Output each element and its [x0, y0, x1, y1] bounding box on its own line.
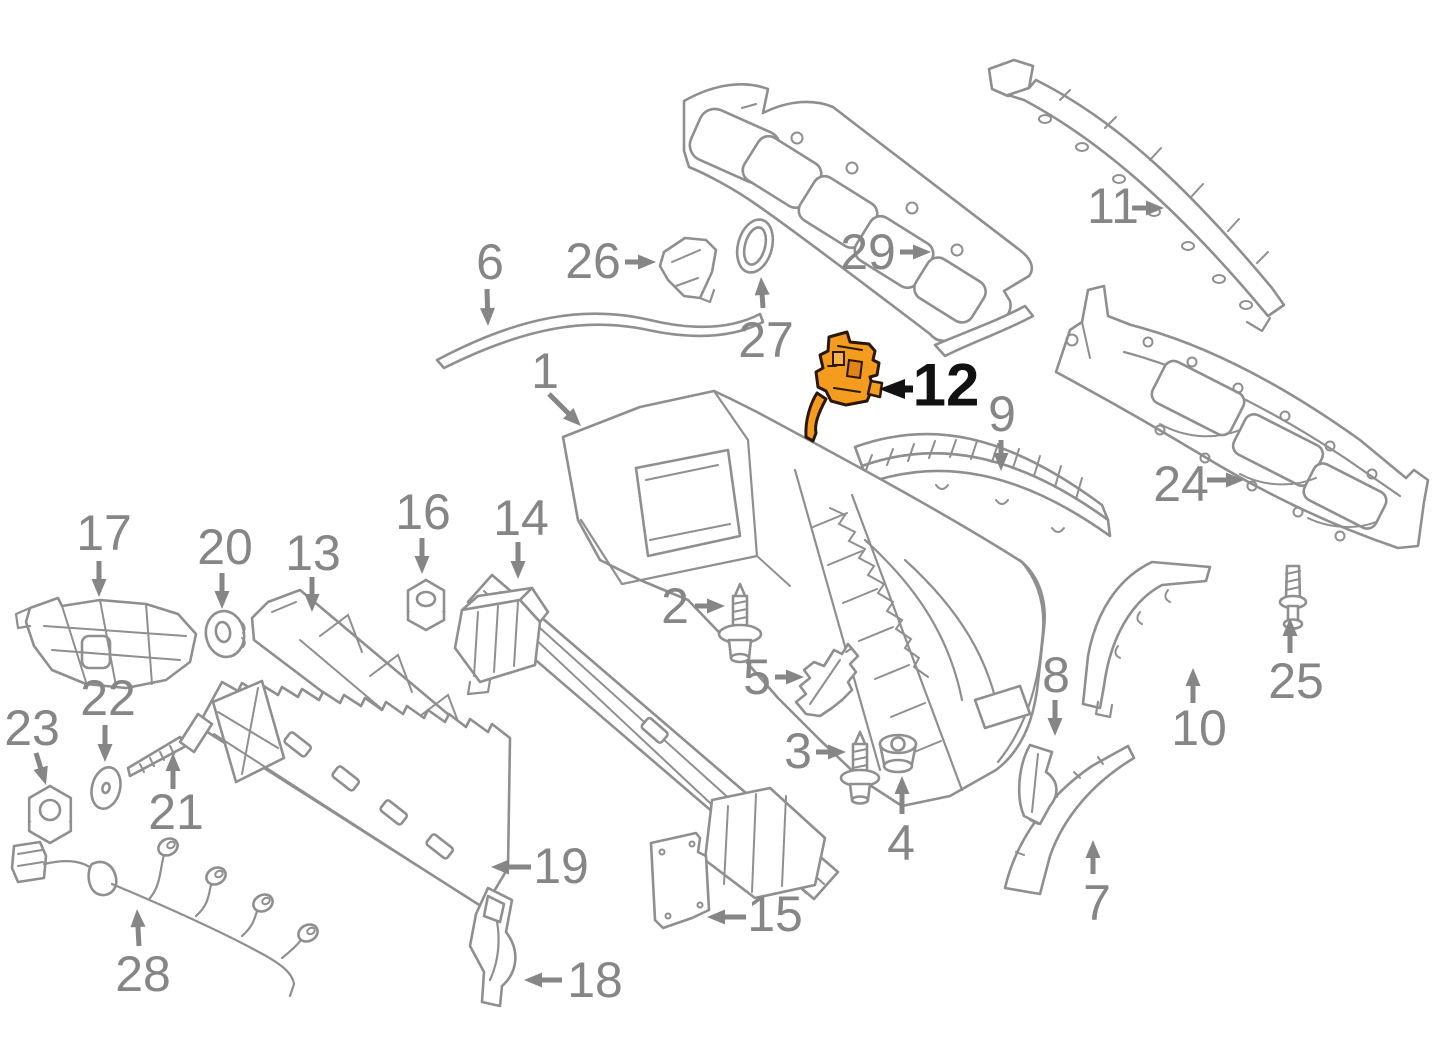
parking-sensor [205, 866, 227, 886]
part-3-screw [839, 730, 881, 805]
part-23-hex-nut [27, 784, 73, 845]
callout-4-arrow-head [894, 776, 910, 794]
callout-3-label: 3 [784, 723, 812, 779]
callout-26-arrow-head [638, 254, 656, 270]
part-14-bumper-reinforcement-with-crashboxes [453, 573, 840, 901]
callout-28-label: 28 [115, 946, 171, 1002]
callout-28-arrow-head [130, 909, 146, 928]
callout-25-label: 25 [1268, 653, 1324, 709]
part-11-upper-trim-strip [987, 58, 1286, 333]
callout-2-label: 2 [661, 578, 689, 634]
callout-16-label: 16 [395, 484, 451, 540]
callout-17-arrow-head [91, 579, 107, 597]
callout-24-arrow-head [1226, 472, 1244, 488]
part-4-grommet-nut [878, 733, 918, 774]
part-16-hex-nut [406, 578, 446, 632]
callout-18-arrow-head [524, 972, 542, 988]
callout-13-label: 13 [285, 525, 341, 581]
part-12-bracket-highlighted [804, 330, 884, 443]
callout-27-arrow-head [754, 277, 770, 296]
callout-11-label: 11 [1087, 178, 1139, 234]
callout-11-arrow-head [1146, 200, 1164, 216]
part-19-lower-reinforcement [196, 679, 512, 910]
part-22-washer [90, 766, 122, 810]
callout-26-label: 26 [565, 233, 621, 289]
callout-6-arrow-line [484, 288, 491, 311]
part-5-serrated-bracket [794, 642, 860, 718]
part-6-trim-strip [435, 312, 765, 370]
callout-14-arrow-head [510, 561, 526, 579]
parking-sensor [157, 837, 179, 857]
part-24-lower-diffuser-panel [1054, 284, 1430, 550]
part-26-sensor-holder [658, 236, 718, 304]
part-17-tow-bracket [14, 596, 198, 690]
callout-14-label: 14 [493, 490, 549, 546]
callout-10-arrow-head [1185, 668, 1201, 686]
callout-1-label: 1 [531, 343, 559, 399]
callout-8-label: 8 [1042, 647, 1070, 703]
callout-20-label: 20 [197, 519, 253, 575]
callout-1-arrow-head [562, 407, 581, 426]
callout-5-label: 5 [743, 649, 771, 705]
callout-27-arrow-line [759, 292, 766, 309]
callout-9-arrow-head [993, 453, 1009, 471]
callout-6-arrow-head [480, 307, 496, 326]
callout-13-arrow-head [304, 594, 320, 612]
callout-7-label: 7 [1083, 875, 1111, 931]
part-1-rear-bumper-cover [561, 389, 1046, 808]
callout-15-arrow-head [707, 909, 725, 925]
callout-1-arrow-line [547, 392, 572, 417]
parking-sensor [252, 893, 274, 913]
callout-12-arrow-head [879, 379, 905, 399]
callouts-layer: 1234567891011121314151617181920212223242… [4, 178, 1324, 1008]
part-29-upper-diffuser [682, 83, 1035, 358]
part-9-step-pad-sill-trim [853, 432, 1112, 538]
callout-15-label: 15 [747, 886, 803, 942]
part-2-screw [717, 582, 763, 664]
callout-22-label: 22 [80, 670, 136, 726]
callout-12-label: 12 [913, 352, 980, 419]
callout-23-arrow-line [33, 752, 44, 771]
part-27-seal-ring [735, 218, 775, 274]
callout-24-label: 24 [1153, 456, 1209, 512]
callout-4-label: 4 [887, 815, 915, 871]
callout-5-arrow-head [786, 669, 804, 685]
part-15-mounting-plate [649, 831, 711, 930]
callout-19-arrow-head [491, 859, 509, 875]
callout-27-label: 27 [738, 312, 794, 368]
callout-16-arrow-head [414, 556, 430, 574]
callout-10-label: 10 [1171, 700, 1227, 756]
callout-17-label: 17 [76, 505, 132, 561]
part-8-closing-cover [1017, 743, 1058, 826]
callout-28-arrow-line [135, 924, 142, 947]
callout-20-arrow-head [214, 591, 230, 609]
callout-8-arrow-head [1047, 718, 1063, 736]
callout-23-label: 23 [4, 700, 60, 756]
part-21-bolt [126, 712, 214, 778]
callout-9-label: 9 [988, 386, 1016, 442]
callout-29-arrow-head [913, 244, 931, 260]
callout-29-label: 29 [840, 224, 896, 280]
callout-18-label: 18 [567, 952, 623, 1008]
part-10-corner-molding [1081, 560, 1212, 719]
callout-6-label: 6 [476, 234, 504, 290]
part-25-screw [1278, 564, 1308, 630]
part-20-grommet [204, 609, 246, 659]
callout-23-arrow-head [33, 765, 48, 785]
part-28-parking-sensor-harness [10, 837, 319, 998]
part-18-side-bracket [468, 886, 517, 1008]
callout-25-arrow-head [1282, 618, 1298, 636]
callout-3-arrow-head [828, 744, 846, 760]
callout-19-label: 19 [533, 838, 589, 894]
callout-22-arrow-head [97, 744, 113, 762]
callout-7-arrow-head [1085, 840, 1101, 858]
callout-21-label: 21 [148, 784, 204, 840]
parking-sensor [297, 923, 319, 943]
callout-21-arrow-head [165, 753, 181, 771]
callout-2-arrow-head [707, 598, 725, 614]
